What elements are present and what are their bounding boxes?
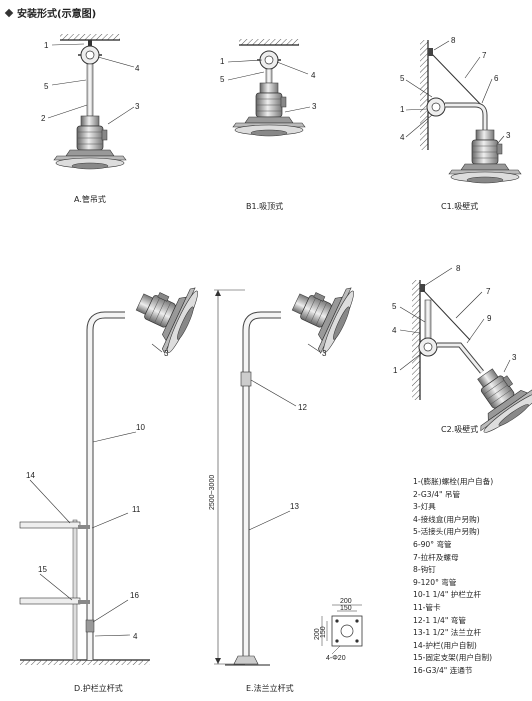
caption-c2: C2.吸壁式 [441,424,478,434]
legend-item: 15-固定支架(用户自制) [413,653,493,663]
legend-item: 8-钩钉 [413,565,436,575]
diagram-a-pipe-pendant [47,33,135,170]
callout-e-13: 13 [290,502,299,511]
callout-d-16: 16 [130,591,139,600]
diagram-e-flange-pole [214,269,363,666]
callout-d-3: 3 [164,349,169,358]
flange-width-outer: 200 [340,598,352,605]
legend-item: 12-1 1/4" 弯管 [413,615,466,625]
callout-a-3: 3 [135,102,140,111]
callout-a-5: 5 [44,82,49,91]
callout-b1-4: 4 [311,71,316,80]
pole-height-dimension: 2500~3000 [209,475,216,510]
callout-c1-7: 7 [482,51,487,60]
legend-item: 1-(膨胀)螺栓(用户自备) [413,477,494,486]
callout-b1-5: 5 [220,75,225,84]
diagram-b1-ceiling [227,38,311,137]
bolt-holes-label: 4-Φ20 [326,655,346,662]
callout-c1-1: 1 [400,105,405,114]
section-header: 安装形式(示意图) [4,5,97,20]
callout-c1-8: 8 [451,36,456,45]
legend-item: 11-管卡 [413,602,441,612]
parts-legend: 1-(膨胀)螺栓(用户自备) 2-G3/4" 吊管 3-灯具 4-接线盒(用户另… [413,476,493,678]
flange-height-inner: 150 [320,626,327,638]
caption-c1: C1.吸壁式 [441,201,478,211]
callout-c2-9: 9 [487,314,492,323]
callout-c2-7: 7 [486,287,491,296]
callout-c1-4: 4 [400,133,405,142]
flange-height-outer: 200 [314,628,321,640]
diagram-c1-wall [405,40,522,184]
caption-d: D.护栏立杆式 [74,683,123,693]
flange-width-inner: 150 [340,605,352,612]
legend-item: 16-G3/4" 连通节 [413,665,473,675]
callout-a-4: 4 [135,64,140,73]
legend-item: 10-1 1/4" 护栏立杆 [413,590,482,600]
legend-item: 3-灯具 [413,502,436,512]
callout-d-15: 15 [38,565,47,574]
legend-item: 7-拉杆及螺母 [413,552,459,562]
callout-e-3: 3 [322,349,327,358]
caption-a: A.管吊式 [74,194,106,204]
callout-e-12: 12 [298,403,307,412]
callout-c2-8: 8 [456,264,461,273]
diagram-d-guardrail-pole [19,269,204,665]
callout-c1-3: 3 [506,131,511,140]
caption-b1: B1.吸顶式 [246,201,283,211]
callout-c2-4: 4 [392,326,397,335]
callout-d-14: 14 [26,471,35,480]
diagram-c2-wall [399,267,532,439]
callout-c2-5: 5 [392,302,397,311]
legend-item: 5-活接头(用户另购) [413,527,480,537]
callout-c2-3: 3 [512,353,517,362]
legend-item: 2-G3/4" 吊管 [413,489,461,499]
callout-d-4: 4 [133,632,138,641]
callout-c2-1: 1 [393,366,398,375]
section-title: 安装形式(示意图) [17,9,97,20]
legend-item: 9-120° 弯管 [413,577,457,587]
callout-b1-3: 3 [312,102,317,111]
callout-a-2: 2 [41,114,46,123]
legend-item: 6-90° 弯管 [413,539,452,549]
callout-d-11: 11 [132,505,141,514]
caption-e: E.法兰立杆式 [246,683,294,693]
callout-c1-6: 6 [494,74,499,83]
legend-item: 13-1 1/2" 法兰立杆 [413,628,482,638]
callout-b1-1: 1 [220,57,225,66]
legend-item: 14-护栏(用户自制) [413,640,477,650]
legend-item: 4-接线盒(用户另购) [413,514,480,524]
callout-c1-5: 5 [400,74,405,83]
callout-a-1: 1 [44,41,49,50]
callout-d-10: 10 [136,423,145,432]
